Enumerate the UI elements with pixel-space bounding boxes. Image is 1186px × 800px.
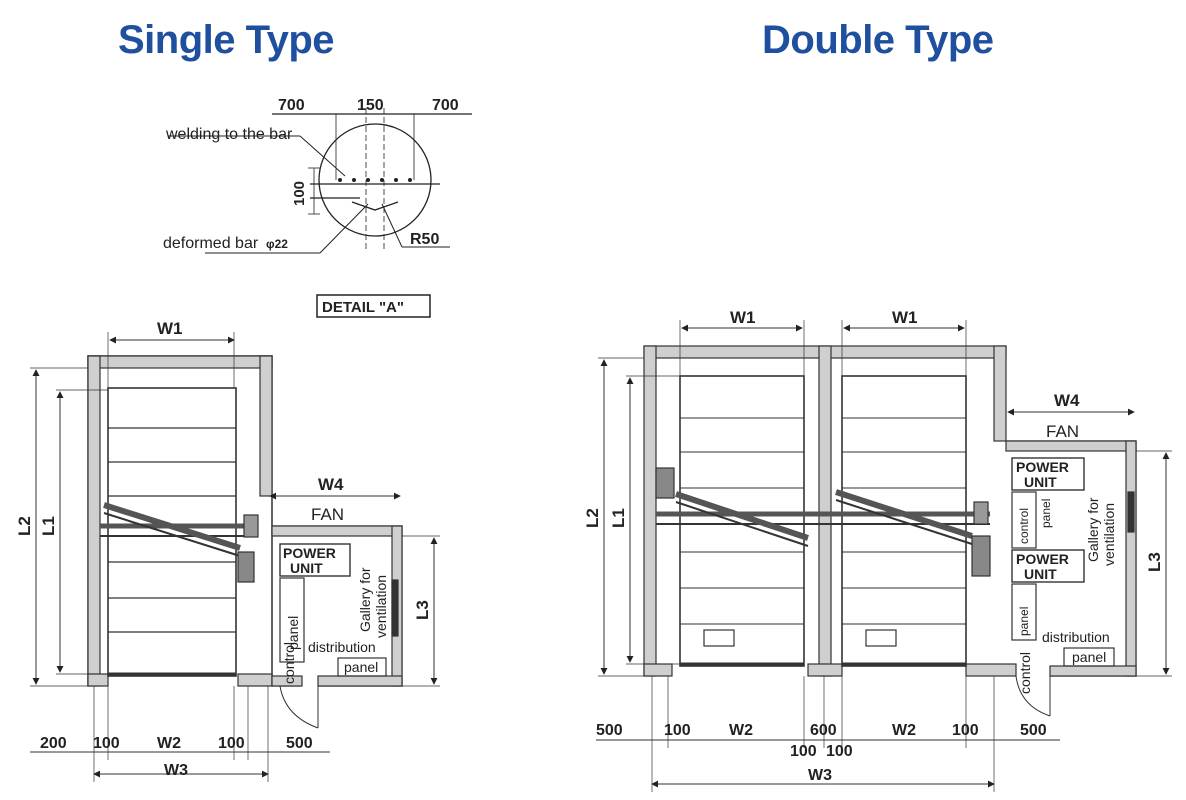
single-pallet [107,387,237,677]
double-unit-1: UNIT [1024,474,1057,490]
single-w1: W1 [157,319,183,338]
double-w1a: W1 [730,308,756,327]
detail-tag-box [316,294,431,318]
double-power-1: POWER [1016,459,1069,475]
double-l2: L2 [583,508,602,528]
double-w4: W4 [1054,391,1080,410]
single-dim-100a: 100 [93,735,120,752]
single-distribution: distribution [308,639,376,655]
welding-note: welding to the bar [165,126,293,143]
dim-700-left: 700 [278,97,305,114]
double-dim-100c: 100 [826,743,853,760]
single-gallery: Gallery for [357,567,373,632]
bar-size: φ22 [266,237,288,251]
double-dim-100a: 100 [664,722,691,739]
dim-150: 150 [357,97,384,114]
double-panel-1: panel [1039,499,1053,528]
double-w2a: W2 [729,722,753,739]
single-power: POWER [283,545,336,561]
single-control-panel [279,577,305,663]
double-l1: L1 [609,508,628,528]
single-fan: FAN [311,505,344,524]
double-power-unit-2 [1011,549,1085,583]
single-distribution-panel-label: panel [344,659,378,675]
detail-tag: DETAIL "A" [322,299,404,316]
single-control: control [281,642,297,684]
dim-100-detail: 100 [291,181,308,206]
single-w3: W3 [164,762,188,779]
single-unit: UNIT [290,560,323,576]
single-distribution-panel [337,657,387,677]
double-control-1: control [1017,508,1031,544]
double-plan [596,320,1172,792]
single-plan [30,332,440,782]
double-dim-500b: 500 [1020,722,1047,739]
dim-700-right: 700 [432,97,459,114]
single-l3: L3 [413,600,432,620]
radius-label: R50 [410,231,439,248]
double-fan: FAN [1046,422,1079,441]
double-power-2: POWER [1016,551,1069,567]
single-dim-500: 500 [286,735,313,752]
double-panel-2: panel [1017,607,1031,636]
deformed-bar-note: deformed bar [163,235,259,252]
double-control-panel-1 [1011,491,1037,549]
single-ventilation: ventilation [373,575,389,638]
double-unit-2: UNIT [1024,566,1057,582]
double-ventilation: ventilation [1101,503,1117,566]
double-pallet-2 [841,375,967,667]
double-w3: W3 [808,767,832,784]
single-l1: L1 [39,516,58,536]
double-distribution-panel [1063,647,1115,667]
single-w2: W2 [157,735,181,752]
double-dim-100b: 100 [790,743,817,760]
double-distribution-panel-label: panel [1072,649,1106,665]
double-l3: L3 [1145,552,1164,572]
single-type-title: Single Type [118,18,335,62]
double-type-title: Double Type [762,18,994,62]
double-distribution: distribution [1042,629,1110,645]
double-dim-500a: 500 [596,722,623,739]
double-power-unit-1 [1011,457,1085,491]
detail-a [168,108,472,318]
detail-circle [318,123,432,237]
double-gallery: Gallery for [1085,497,1101,562]
double-control-panel-2 [1011,583,1037,641]
double-w1b: W1 [892,308,918,327]
single-dim-200: 200 [40,735,67,752]
single-w4: W4 [318,475,344,494]
single-panel: panel [285,616,301,650]
single-l2: L2 [15,516,34,536]
welding-dots [338,178,412,182]
double-dim-100d: 100 [952,722,979,739]
single-dim-100b: 100 [218,735,245,752]
double-w2b: W2 [892,722,916,739]
double-dim-600: 600 [810,722,837,739]
double-pallet-1 [679,375,805,667]
double-control-2: control [1017,652,1033,694]
single-power-unit [279,543,351,577]
